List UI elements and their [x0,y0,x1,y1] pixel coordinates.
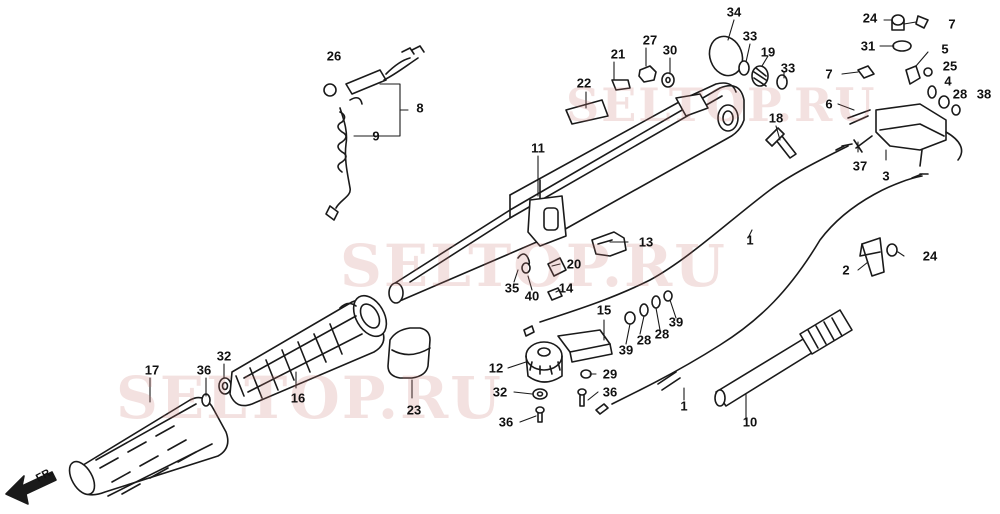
callout-1-upper: 1 [746,232,754,248]
callout-27: 27 [642,32,658,48]
callout-34: 34 [726,4,742,20]
throttle-cables [523,143,929,415]
callout-19: 19 [760,44,776,60]
callout-11: 11 [531,140,545,156]
grip-part [68,396,229,497]
friction-lever-part [517,231,627,301]
callout-22: 22 [576,75,592,91]
throttle-drum-part [525,290,673,423]
cable-bracket-part [847,14,963,167]
callout-14: 14 [558,280,574,296]
callout-6: 6 [825,96,833,112]
callout-33-right: 33 [780,60,796,76]
callout-39-left: 39 [618,342,634,358]
callout-32-lower: 32 [492,384,508,400]
bracket-two-part [859,237,898,277]
callout-36-middle: 36 [602,384,618,400]
callout-10: 10 [742,414,758,430]
callout-8: 8 [416,100,424,116]
callout-4: 4 [944,73,952,89]
rod-part [714,309,853,407]
callout-24-upper: 24 [862,10,878,26]
callout-2: 2 [842,262,850,278]
callout-39-right: 39 [668,314,684,330]
callout-13: 13 [638,234,654,250]
callout-28-right: 28 [654,326,670,342]
callout-36-upper: 36 [196,362,212,378]
callout-36-lower: 36 [498,414,514,430]
callout-21: 21 [610,46,626,62]
callout-15: 15 [596,302,612,318]
callout-31: 31 [860,38,876,54]
callout-7-upper: 7 [948,16,956,32]
bolt-part [765,127,797,159]
leader-lines [149,19,929,423]
callout-20: 20 [566,256,582,272]
callout-35: 35 [504,280,520,296]
throttle-tube-part [229,294,388,407]
callout-1-lower: 1 [680,398,688,414]
callout-7-lower: 7 [825,66,833,82]
label-plates [565,79,631,125]
callout-12: 12 [488,360,504,376]
callout-9: 9 [372,128,380,144]
callout-37: 37 [852,158,868,174]
callout-32-upper: 32 [216,348,232,364]
stop-switch-part [323,45,425,221]
callout-5: 5 [941,41,949,57]
front-arrow-icon [5,471,57,505]
callout-24-lower: 24 [922,248,938,264]
callout-40: 40 [524,288,540,304]
top-washers [638,35,788,90]
callout-25: 25 [942,58,958,74]
callout-38: 38 [976,86,992,102]
callout-29: 29 [602,366,618,382]
callout-16: 16 [290,390,306,406]
callout-30: 30 [662,42,678,58]
callout-26: 26 [326,48,342,64]
callout-3: 3 [882,168,890,184]
sleeve-part [387,327,431,379]
callout-18: 18 [768,110,784,126]
callout-17: 17 [144,362,160,378]
callout-28-left: 28 [636,332,652,348]
callout-28-upper: 28 [952,86,968,102]
steering-arm-part [388,82,745,304]
callout-23: 23 [406,402,422,418]
callout-33-left: 33 [742,28,758,44]
